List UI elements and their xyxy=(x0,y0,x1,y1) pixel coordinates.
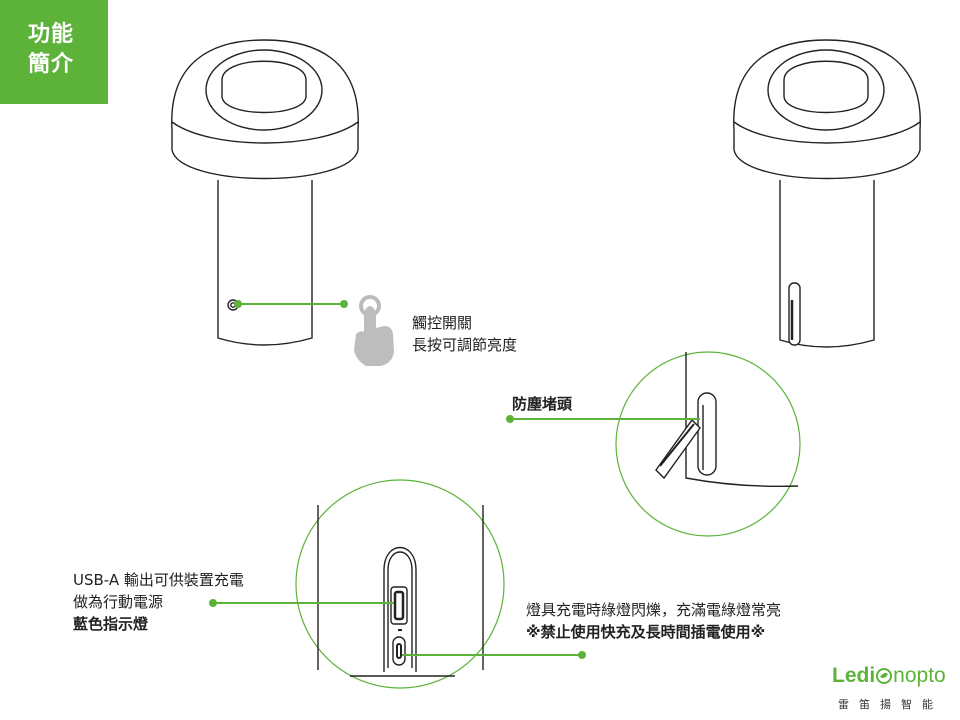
brand-logo: Ledi nopto 雷笛揚智能 xyxy=(832,664,952,712)
touch-switch-desc: 長按可調節亮度 xyxy=(412,336,518,354)
lamp-front-view xyxy=(171,39,359,346)
touch-switch-title: 觸控開關 xyxy=(412,314,473,332)
usb-indicator-label: 藍色指示燈 xyxy=(73,615,149,633)
badge-title-line1: 功能 xyxy=(28,22,75,47)
brand-subtitle: 雷笛揚智能 xyxy=(838,699,943,711)
charging-info-label: 燈具充電時綠燈閃爍，充滿電綠燈常亮 ※禁止使用快充及長時間插電使用※ xyxy=(526,599,781,643)
usb-port-detail xyxy=(295,479,505,689)
leaf-icon xyxy=(876,668,893,684)
brand-wordmark-bold: Ledi xyxy=(832,664,876,687)
badge-title-line2: 簡介 xyxy=(28,52,75,77)
callout-lines xyxy=(213,303,700,656)
usb-output-line1: USB-A 輸出可供裝置充電 xyxy=(73,571,244,589)
brand-wordmark-light: nopto xyxy=(893,664,946,687)
dust-plug-detail xyxy=(615,351,801,537)
charging-warning-text: ※禁止使用快充及長時間插電使用※ xyxy=(526,623,766,641)
dust-plug-label: 防塵堵頭 xyxy=(512,395,573,413)
section-badge: 功能 簡介 xyxy=(0,0,108,104)
touch-switch-label: 觸控開關 長按可調節亮度 xyxy=(412,312,517,356)
charging-status-text: 燈具充電時綠燈閃爍，充滿電綠燈常亮 xyxy=(526,601,782,619)
usb-output-line2: 做為行動電源 xyxy=(73,593,164,611)
hand-pointer-icon xyxy=(354,295,394,366)
brand-wordmark: Ledi nopto xyxy=(832,664,952,688)
usb-output-label: USB-A 輸出可供裝置充電 做為行動電源 藍色指示燈 xyxy=(73,569,244,635)
lamp-back-view xyxy=(733,39,921,348)
